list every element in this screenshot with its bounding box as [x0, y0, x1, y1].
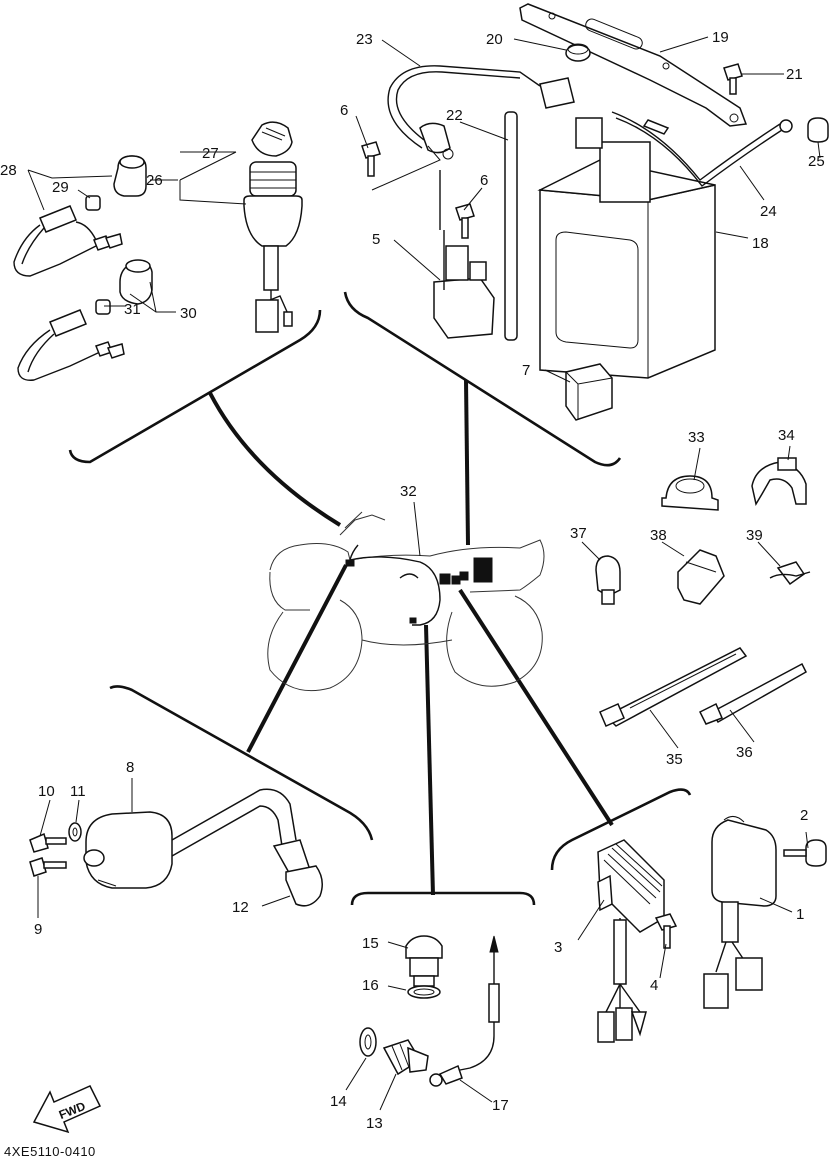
callout-28: 28: [0, 162, 17, 179]
callout-16: 16: [362, 977, 379, 994]
callout-35: 35: [666, 751, 683, 768]
callout-6a: 6: [340, 102, 348, 119]
callout-18: 18: [752, 235, 769, 252]
callout-26: 26: [146, 172, 163, 189]
callout-39: 39: [746, 527, 763, 544]
reference-code: 4XE5110-0410: [4, 1144, 96, 1158]
sensor-assembly: [359, 935, 500, 1087]
callout-15: 15: [362, 935, 379, 952]
callout-25: 25: [808, 153, 825, 170]
main-switch-assembly: [243, 121, 303, 333]
callout-5: 5: [372, 231, 380, 248]
cdi-rectifier-assembly: [597, 816, 827, 1043]
callout-20: 20: [486, 31, 503, 48]
callout-21: 21: [786, 66, 803, 83]
callout-23: 23: [356, 31, 373, 48]
callout-33: 33: [688, 429, 705, 446]
callout-10: 10: [38, 783, 55, 800]
group-brackets: [68, 291, 692, 906]
callout-36: 36: [736, 744, 753, 761]
thermo-switch-28: [13, 155, 147, 277]
callout-2: 2: [800, 807, 808, 824]
callout-6b: 6: [480, 172, 488, 189]
callout-11: 11: [70, 783, 86, 800]
callout-17: 17: [492, 1097, 509, 1114]
callout-22: 22: [446, 107, 463, 124]
callout-labels: 1 2 3 4 5 6 6 7 8 9 10 11 12 13 14 15 16…: [0, 29, 825, 1132]
thermo-switch-30: [17, 259, 153, 381]
callout-30: 30: [180, 305, 197, 322]
vehicle-outline: [267, 511, 545, 692]
callout-31: 31: [124, 301, 141, 318]
callout-leaders: [27, 36, 821, 1111]
callout-29: 29: [52, 179, 69, 196]
ignition-coil-assembly: [29, 788, 323, 907]
callout-38: 38: [650, 527, 667, 544]
callout-4: 4: [650, 977, 658, 994]
callout-27: 27: [202, 145, 219, 162]
forward-arrow-icon: FWD: [32, 1085, 102, 1134]
callout-9: 9: [34, 921, 42, 938]
clamps-and-bands: [595, 457, 811, 727]
callout-13: 13: [366, 1115, 383, 1132]
callout-19: 19: [712, 29, 729, 46]
callout-3: 3: [554, 939, 562, 956]
callout-34: 34: [778, 427, 795, 444]
callout-12: 12: [232, 899, 249, 916]
callout-24: 24: [760, 203, 777, 220]
callout-8: 8: [126, 759, 134, 776]
group-leaders: [208, 379, 614, 896]
battery-assembly: [361, 3, 829, 421]
callout-7: 7: [522, 362, 530, 379]
callout-1: 1: [796, 906, 804, 923]
callout-14: 14: [330, 1093, 347, 1110]
callout-37: 37: [570, 525, 587, 542]
callout-32: 32: [400, 483, 417, 500]
